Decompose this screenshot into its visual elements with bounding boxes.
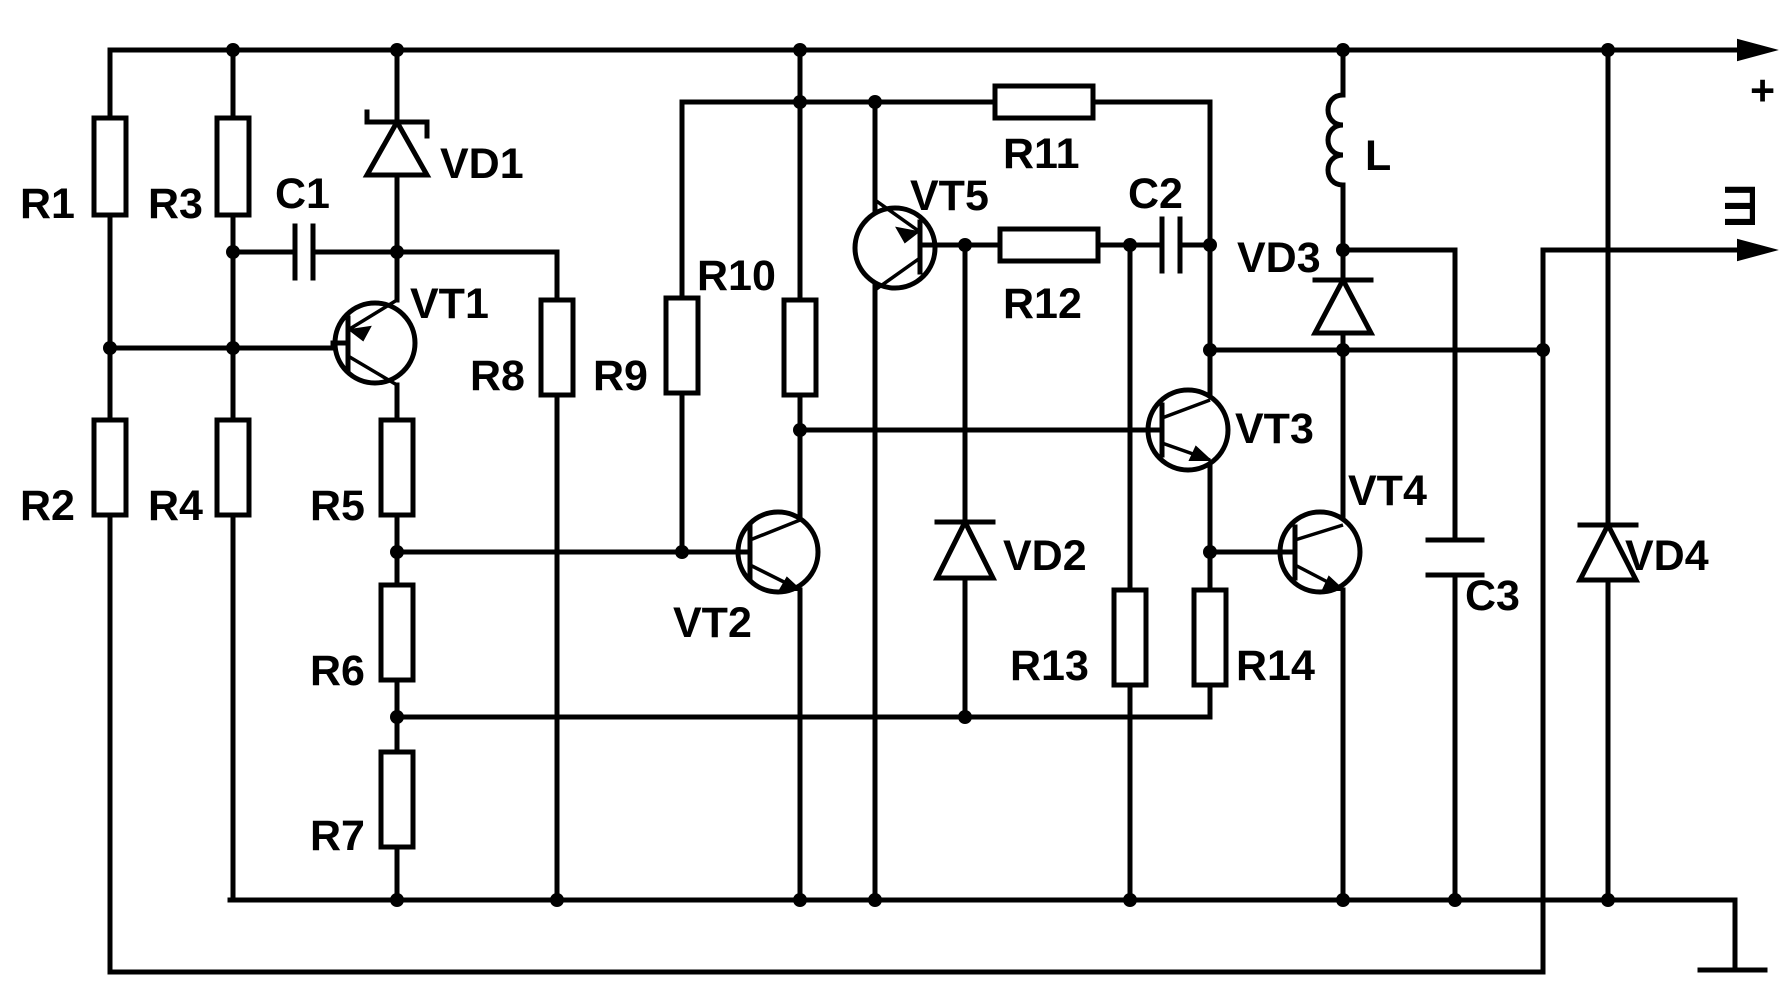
label-r8: R8 <box>470 352 525 400</box>
capacitor-c3 <box>1425 537 1485 578</box>
transistor-vt4 <box>1277 509 1363 595</box>
label-r14: R14 <box>1236 642 1315 690</box>
label-r2: R2 <box>20 482 75 530</box>
label-r10: R10 <box>697 252 776 300</box>
resistor-r13 <box>1111 587 1149 688</box>
label-r13: R13 <box>1010 642 1089 690</box>
transistor-vt3 <box>1145 387 1231 473</box>
transistor-vt1 <box>330 298 418 387</box>
label-r12: R12 <box>1003 280 1082 328</box>
sh-arrow-icon <box>1737 238 1779 262</box>
resistor-r12 <box>997 226 1101 264</box>
output-arrows <box>1737 38 1779 262</box>
wires <box>107 47 1768 975</box>
resistor-r14 <box>1191 587 1229 688</box>
label-r7: R7 <box>310 812 365 860</box>
label-vd4: VD4 <box>1625 532 1709 580</box>
label-c1: C1 <box>275 170 330 218</box>
label-r6: R6 <box>310 647 365 695</box>
label-vd1: VD1 <box>440 140 524 188</box>
label-vt5: VT5 <box>910 172 989 220</box>
diodes <box>362 109 1641 583</box>
transistors <box>330 198 1363 595</box>
label-plus: + <box>1750 67 1775 115</box>
label-c2: C2 <box>1128 170 1183 218</box>
resistor-r3 <box>214 115 252 218</box>
label-vt2: VT2 <box>673 599 752 647</box>
resistor-r8 <box>538 297 576 398</box>
zener-diode-vd1 <box>362 109 432 178</box>
capacitor-c1 <box>292 223 316 281</box>
label-sh: Ш <box>1716 184 1765 228</box>
label-r5: R5 <box>310 482 365 530</box>
transistor-vt2 <box>732 509 821 595</box>
resistor-r1 <box>91 115 129 218</box>
resistor-r11 <box>992 83 1096 121</box>
inductor-l <box>1325 92 1346 188</box>
resistor-r5 <box>378 417 416 518</box>
label-r11: R11 <box>1003 130 1080 178</box>
component-labels: R1 R2 R3 R4 C1 VD1 VT1 R5 R6 R7 R8 R9 R1… <box>20 67 1775 860</box>
label-l: L <box>1365 132 1391 180</box>
junction-dots <box>103 43 1615 907</box>
label-vt4: VT4 <box>1348 467 1427 515</box>
resistor-r2 <box>91 417 129 518</box>
label-c3: C3 <box>1465 572 1520 620</box>
label-r9: R9 <box>593 352 648 400</box>
resistor-r10 <box>781 297 819 398</box>
label-r4: R4 <box>148 482 203 530</box>
resistor-r6 <box>378 582 416 683</box>
plus-arrow-icon <box>1737 38 1779 62</box>
label-vt1: VT1 <box>410 280 489 328</box>
label-r3: R3 <box>148 180 203 228</box>
label-vd2: VD2 <box>1003 532 1087 580</box>
resistor-r7 <box>378 749 416 850</box>
capacitors <box>292 216 1485 578</box>
label-vt3: VT3 <box>1235 405 1314 453</box>
diode-vd4 <box>1575 519 1641 583</box>
label-r1: R1 <box>20 180 75 228</box>
transistor-vt5 <box>852 198 938 292</box>
diode-vd3 <box>1310 274 1376 336</box>
resistor-r4 <box>214 417 252 518</box>
capacitor-c2 <box>1159 216 1183 274</box>
resistor-r9 <box>663 295 701 396</box>
label-vd3: VD3 <box>1237 234 1321 282</box>
diode-vd2 <box>932 516 998 581</box>
resistors <box>91 83 1229 850</box>
